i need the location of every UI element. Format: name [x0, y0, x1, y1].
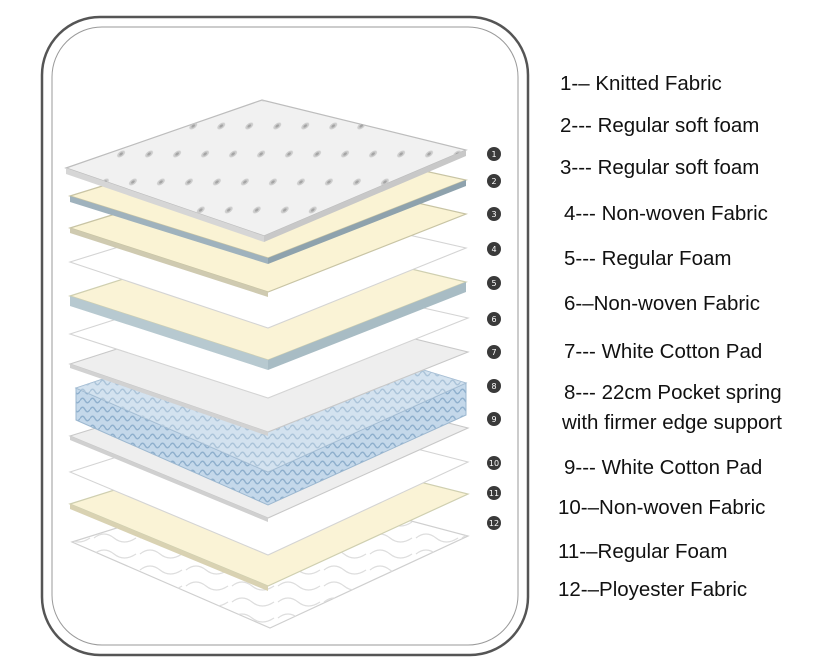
- layer-badge-8: 8: [487, 379, 501, 393]
- layer-badge-label: 9: [491, 415, 496, 424]
- layer-badge-circle: [487, 456, 501, 470]
- layer-badge-label: 11: [489, 489, 499, 498]
- frame-inner-border: [51, 26, 519, 646]
- legend-item-11: 11-–Regular Foam: [558, 540, 728, 563]
- layer-badge-label: 2: [491, 177, 496, 186]
- legend-item-3: 3--- Regular soft foam: [560, 156, 760, 179]
- layer-badge-2: 2: [487, 174, 501, 188]
- layer-badge-label: 7: [491, 348, 496, 357]
- legend-item-8-continued: with firmer edge support: [562, 411, 782, 434]
- layer-badge-label: 3: [491, 210, 496, 219]
- layer-badge-circle: [487, 207, 501, 221]
- layer-badge-label: 6: [491, 315, 496, 324]
- legend-item-8: 8--- 22cm Pocket spring: [564, 381, 782, 404]
- layer-badge-11: 11: [487, 486, 501, 500]
- layer-badge-circle: [487, 312, 501, 326]
- layer-1-knitted-fabric: [64, 99, 468, 242]
- layer-badge-circle: [487, 147, 501, 161]
- layer-badge-circle: [487, 345, 501, 359]
- layer-badge-label: 12: [489, 519, 499, 528]
- layer-badge-9: 9: [487, 412, 501, 426]
- layer-badge-circle: [487, 516, 501, 530]
- legend-item-12: 12-–Ployester Fabric: [558, 578, 748, 601]
- layer-badge-label: 8: [491, 382, 496, 391]
- legend-item-9: 9--- White Cotton Pad: [564, 456, 763, 479]
- legend-item-7: 7--- White Cotton Pad: [564, 340, 763, 363]
- legend-item-1: 1-– Knitted Fabric: [560, 72, 722, 95]
- layer-badge-label: 10: [489, 459, 499, 468]
- layer-badge-5: 5: [487, 276, 501, 290]
- layer-badge-circle: [487, 486, 501, 500]
- layer-badge-4: 4: [487, 242, 501, 256]
- layer-badge-7: 7: [487, 345, 501, 359]
- layer-badge-label: 5: [491, 279, 496, 288]
- layer-badge-circle: [487, 379, 501, 393]
- layer-badge-circle: [487, 242, 501, 256]
- layer-badge-label: 1: [491, 150, 496, 159]
- legend-item-6: 6-–Non-woven Fabric: [564, 292, 760, 315]
- layer-badge-label: 4: [491, 245, 496, 254]
- legend-item-2: 2--- Regular soft foam: [560, 114, 760, 137]
- legend-item-4: 4--- Non-woven Fabric: [564, 202, 768, 225]
- layer-badge-circle: [487, 174, 501, 188]
- layer-badge-circle: [487, 276, 501, 290]
- layer-badge-1: 1: [487, 147, 501, 161]
- legend-item-10: 10-–Non-woven Fabric: [558, 496, 766, 519]
- layer-badge-6: 6: [487, 312, 501, 326]
- legend-item-5: 5--- Regular Foam: [564, 247, 732, 270]
- layer-badge-12: 12: [487, 516, 501, 530]
- frame-border: [40, 15, 530, 657]
- layer-badge-3: 3: [487, 207, 501, 221]
- layer-badge-circle: [487, 412, 501, 426]
- layer-badge-10: 10: [487, 456, 501, 470]
